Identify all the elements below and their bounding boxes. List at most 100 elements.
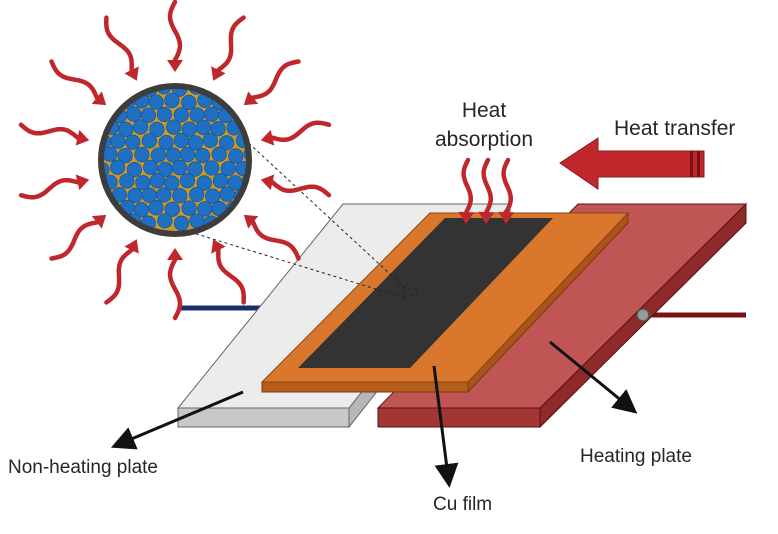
- wavy-heat-arrow-icon: [104, 247, 134, 305]
- nanoparticle: [158, 135, 174, 151]
- nanoparticle: [204, 160, 220, 176]
- nanoparticle: [202, 132, 218, 148]
- wavy-arrow-head: [243, 91, 259, 106]
- wavy-heat-arrow-icon: [270, 180, 332, 198]
- nanoparticle: [173, 132, 189, 149]
- wavy-heat-arrow-icon: [18, 177, 80, 200]
- wavy-arrow-head: [458, 211, 475, 224]
- nanoparticle: [210, 121, 226, 137]
- nanoparticle: [250, 161, 265, 176]
- nanoparticle: [164, 92, 180, 109]
- nanoparticles: [79, 81, 265, 231]
- non-heating-plate-label: Non-heating plate: [8, 457, 158, 478]
- wavy-heat-arrow-icon: [49, 59, 100, 100]
- nanoparticle: [134, 147, 150, 163]
- nanoparticle: [103, 93, 120, 109]
- nanoparticle: [172, 160, 188, 176]
- nanoparticle: [150, 147, 166, 163]
- nanoparticle: [117, 148, 133, 164]
- wavy-heat-arrow-icon: [501, 157, 514, 215]
- wavy-arrow-head: [75, 174, 90, 191]
- nanoparticle: [111, 88, 127, 97]
- non-heating-pointer: [110, 390, 244, 450]
- wavy-arrow-head: [167, 60, 183, 72]
- nanoparticle: [243, 146, 247, 162]
- nanoparticle: [250, 81, 265, 96]
- wavy-arrow-head: [91, 91, 107, 106]
- nanoparticle: [80, 160, 95, 175]
- nanoparticle: [172, 188, 188, 204]
- heat-absorption-label-line2: absorption: [435, 128, 533, 151]
- black-coating: [298, 218, 553, 368]
- nanoparticle: [103, 146, 118, 162]
- nanoparticle: [109, 159, 126, 175]
- nanoparticle: [156, 106, 172, 123]
- wavy-arrow-head: [91, 214, 107, 229]
- nanoparticle: [103, 88, 110, 95]
- nanoparticle: [110, 133, 126, 149]
- nanoparticle: [119, 173, 135, 189]
- nanoparticle: [141, 133, 157, 149]
- nanoparticle: [148, 200, 164, 216]
- nanoparticle: [164, 201, 180, 217]
- nanoparticle: [173, 215, 190, 231]
- wavy-heat-arrow-icon: [461, 157, 474, 215]
- nanoparticle: [88, 200, 103, 215]
- nanoparticle: [103, 121, 104, 137]
- block-arrow-left-icon: [559, 137, 705, 190]
- nanoparticle: [103, 162, 110, 178]
- nanoparticle: [157, 213, 173, 229]
- nanoparticle: [212, 173, 228, 189]
- wavy-heat-arrow-icon: [167, 257, 183, 321]
- wavy-heat-arrow-icon: [103, 15, 134, 73]
- heating-plate-label: Heating plate: [580, 446, 692, 467]
- heating-plate-pointer: [549, 340, 638, 414]
- nanoparticle: [118, 121, 134, 137]
- nanoparticle: [228, 148, 244, 164]
- nanoparticle: [219, 135, 235, 151]
- nanoparticle: [187, 135, 204, 151]
- wavy-arrow-head: [167, 248, 183, 260]
- nanoparticle: [79, 187, 94, 202]
- nanoparticle: [126, 106, 142, 122]
- wavy-heat-arrow-icon: [250, 59, 301, 100]
- nanoparticle: [80, 109, 95, 124]
- nanoparticle: [181, 200, 197, 216]
- nanoparticle: [87, 174, 102, 189]
- nanoparticle: [103, 106, 112, 122]
- cu-film-label: Cu film: [433, 494, 492, 515]
- zoom-guide-lines: [189, 134, 418, 299]
- wavy-heat-arrow-icon: [216, 247, 247, 305]
- wavy-arrow-head: [260, 174, 275, 191]
- nanoparticle: [173, 107, 189, 123]
- nanoparticle: [179, 173, 195, 189]
- nanoparticle: [156, 187, 172, 203]
- wavy-arrow-head: [211, 66, 226, 81]
- wavy-arrow-head: [75, 129, 90, 146]
- cu-film: [260, 211, 630, 394]
- nanoparticle: [179, 147, 196, 163]
- wire-connector: [636, 308, 650, 322]
- nanoparticle: [133, 202, 149, 218]
- wavy-arrow-head: [124, 66, 139, 81]
- nanoparticle: [211, 146, 227, 162]
- nanoparticle: [234, 88, 247, 96]
- nanoparticle: [148, 94, 164, 110]
- cu-film-pointer: [432, 365, 459, 488]
- wavy-heat-arrow-icon: [18, 122, 80, 140]
- wavy-heat-arrow-icon: [49, 220, 100, 261]
- wavy-heat-arrow-icon: [481, 157, 494, 215]
- nanoparticle: [125, 134, 141, 150]
- nanoparticle: [143, 159, 159, 175]
- heat-absorption-label-line1: Heat: [462, 99, 507, 122]
- nanoparticle: [250, 187, 265, 202]
- nanoparticle: [203, 106, 220, 122]
- nanoparticle: [195, 148, 211, 164]
- nanoparticle: [166, 119, 182, 135]
- wavy-arrow-head: [498, 211, 515, 224]
- wavy-arrow-head: [478, 211, 495, 224]
- nanoparticle: [189, 186, 205, 203]
- nanoparticle: [181, 94, 197, 111]
- nanoparticle: [219, 186, 235, 202]
